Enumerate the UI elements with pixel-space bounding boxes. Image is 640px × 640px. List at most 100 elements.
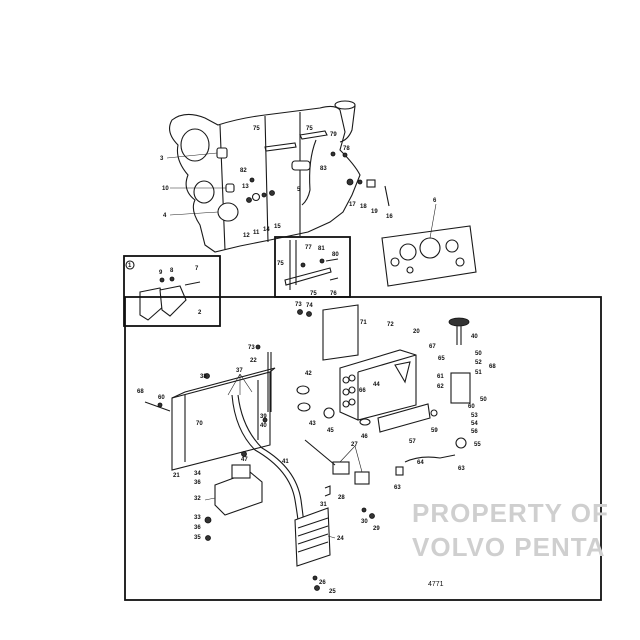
callout: 63 — [458, 466, 465, 472]
callout: 16 — [386, 214, 393, 220]
callout: 76 — [330, 291, 337, 297]
watermark: PROPERTY OF VOLVO PENTA — [412, 498, 609, 562]
callout: 47 — [241, 457, 248, 463]
callout: 25 — [329, 589, 336, 595]
callout: 46 — [361, 434, 368, 440]
callout: 2 — [198, 310, 202, 316]
callout: 62 — [437, 384, 444, 390]
callout: 12 — [243, 233, 250, 239]
callout: 7 — [195, 266, 199, 272]
plug-10 — [225, 183, 235, 193]
figure-number: 4771 — [428, 581, 444, 588]
callout: 24 — [337, 536, 344, 542]
sender-5 — [291, 160, 311, 171]
callout: 55 — [474, 442, 481, 448]
callout: 52 — [475, 360, 482, 366]
callout: 4 — [163, 213, 167, 219]
callout: 64 — [417, 460, 424, 466]
callout: 26 — [319, 580, 326, 586]
callout: 77 — [305, 245, 312, 251]
callout: 75 — [253, 126, 260, 132]
callout: 6 — [433, 198, 437, 204]
callout: 30 — [361, 519, 368, 525]
callout: 36 — [194, 525, 201, 531]
main-frame — [124, 296, 602, 601]
instrument-panel — [381, 225, 477, 287]
callout: 82 — [240, 168, 247, 174]
callout: 27 — [351, 442, 358, 448]
callout: 59 — [431, 428, 438, 434]
callout: 35 — [194, 535, 201, 541]
callout: 31 — [320, 502, 327, 508]
callout: 83 — [320, 166, 327, 172]
callout: 37 — [236, 368, 243, 374]
callout: 17 — [349, 202, 356, 208]
callout: 75 — [306, 126, 313, 132]
callout: 5 — [297, 187, 301, 193]
watermark-line-1: PROPERTY OF — [412, 498, 609, 528]
callout: 72 — [387, 322, 394, 328]
callout: 73 — [295, 302, 302, 308]
callout: 63 — [394, 485, 401, 491]
callout: 3 — [160, 156, 164, 162]
callout: 81 — [318, 246, 325, 252]
callout: 21 — [173, 473, 180, 479]
callout: 60 — [158, 395, 165, 401]
callout: 51 — [475, 370, 482, 376]
callout: 32 — [194, 496, 201, 502]
callout: 68 — [137, 389, 144, 395]
callout: 79 — [330, 132, 337, 138]
callout: 10 — [162, 186, 169, 192]
callout: 65 — [438, 356, 445, 362]
callout: 57 — [409, 439, 416, 445]
callout: 54 — [471, 421, 478, 427]
callout: 73 — [248, 345, 255, 351]
callout: 9 — [159, 270, 163, 276]
callout: 40 — [471, 334, 478, 340]
callout: 74 — [306, 303, 313, 309]
inset-2 — [274, 236, 351, 298]
cap-3 — [216, 147, 228, 159]
callout: 29 — [373, 526, 380, 532]
callout: 45 — [327, 428, 334, 434]
callout: 28 — [338, 495, 345, 501]
callout: 61 — [437, 374, 444, 380]
callout: 34 — [194, 471, 201, 477]
callout: 66 — [359, 388, 366, 394]
watermark-line-2: VOLVO PENTA — [412, 532, 606, 562]
callout: 50 — [480, 397, 487, 403]
callout: 75 — [277, 261, 284, 267]
callout: 41 — [282, 459, 289, 465]
callout: 53 — [471, 413, 478, 419]
callout: 11 — [253, 230, 260, 236]
callout: 43 — [309, 421, 316, 427]
callout: 20 — [413, 329, 420, 335]
main-assembly — [144, 304, 471, 591]
callout: 40 — [260, 423, 267, 429]
callout: 60 — [468, 404, 475, 410]
inset-callouts: 1 9 8 7 2 77 81 80 75 75 76 — [128, 245, 339, 316]
callout: 42 — [305, 371, 312, 377]
filter-4 — [217, 202, 239, 222]
callout: 22 — [250, 358, 257, 364]
callout: 8 — [170, 268, 174, 274]
callout: 15 — [274, 224, 281, 230]
callout: 75 — [310, 291, 317, 297]
callout: 71 — [360, 320, 367, 326]
callout: 50 — [475, 351, 482, 357]
inset-1 — [123, 255, 221, 327]
callout: 67 — [429, 344, 436, 350]
callout: 18 — [360, 204, 367, 210]
callout: 33 — [194, 515, 201, 521]
callout: 70 — [196, 421, 203, 427]
inset-marker: 1 — [128, 263, 132, 269]
callout: 44 — [373, 382, 380, 388]
callout: 56 — [471, 429, 478, 435]
callout: 13 — [242, 184, 249, 190]
callout: 68 — [489, 364, 496, 370]
callout: 19 — [371, 209, 378, 215]
callout: 39 — [260, 414, 267, 420]
callout: 38 — [200, 374, 207, 380]
callout: 78 — [343, 146, 350, 152]
